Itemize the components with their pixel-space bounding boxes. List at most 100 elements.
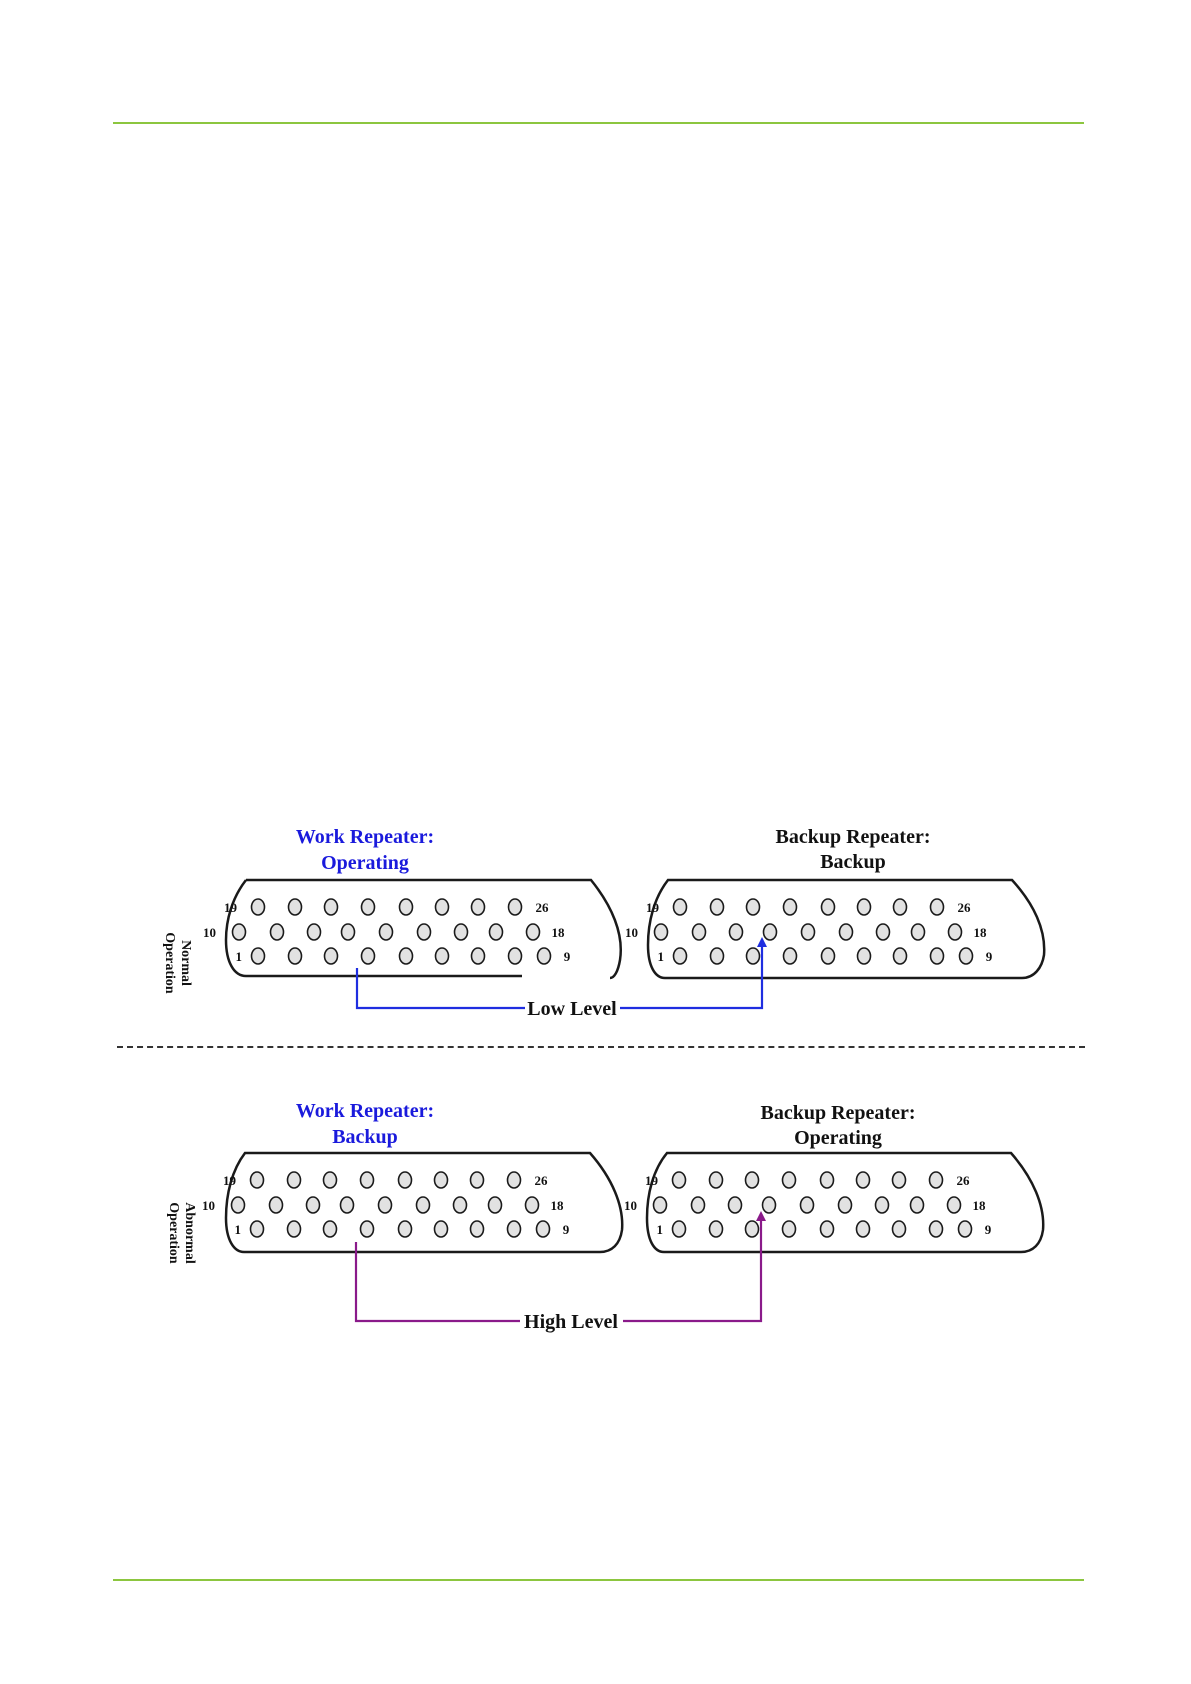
work-connector-pin-2-bot-9 — [537, 1221, 550, 1237]
work-connector-pin-2-top-6 — [435, 1172, 448, 1188]
backup-connector-pin-top-5 — [822, 899, 835, 915]
side-label-operation: Operation — [162, 932, 177, 994]
backup-connector-pin-2-mid-1 — [654, 1197, 667, 1213]
backup-connector-pin-bot-6 — [858, 948, 871, 964]
pin-number-label: 18 — [973, 1198, 987, 1213]
backup-connector-pin-2-mid-9 — [948, 1197, 961, 1213]
work-connector-pin-2-bot-1 — [251, 1221, 264, 1237]
backup-connector-pin-2-mid-5 — [801, 1197, 814, 1213]
panel-abnormal-operation: Abnormal Operation Work Repeater: Backup… — [166, 1100, 1043, 1333]
backup-connector-pin-2-mid-6 — [839, 1197, 852, 1213]
work-connector-pin-mid-3 — [308, 924, 321, 940]
pin-number-label: 26 — [957, 1173, 971, 1188]
work-connector-pin-2-mid-4 — [341, 1197, 354, 1213]
work-connector-pin-top-4 — [362, 899, 375, 915]
work-connector-pin-mid-9 — [527, 924, 540, 940]
backup-connector-pin-2-top-8 — [930, 1172, 943, 1188]
work-connector-pin-mid-4 — [342, 924, 355, 940]
backup-connector-pin-2-mid-3 — [729, 1197, 742, 1213]
work-connector-pin-2-top-4 — [361, 1172, 374, 1188]
pin-number-label: 19 — [223, 1173, 237, 1188]
high-level-wire — [356, 1218, 761, 1321]
backup-connector-pin-2-top-3 — [746, 1172, 759, 1188]
work-connector-pin-bot-6 — [436, 948, 449, 964]
work-connector-pin-2-bot-2 — [288, 1221, 301, 1237]
backup-repeater-title-2: Backup Repeater: — [761, 1102, 916, 1124]
work-connector-pin-mid-5 — [380, 924, 393, 940]
backup-connector-pin-bot-4 — [784, 948, 797, 964]
work-connector-pin-2-top-8 — [508, 1172, 521, 1188]
work-connector-pin-2-top-3 — [324, 1172, 337, 1188]
work-connector-pins-2: 1926101819 — [202, 1172, 570, 1237]
work-connector-pin-bot-8 — [509, 948, 522, 964]
side-label-normal: Normal — [178, 940, 193, 986]
backup-connector-pin-2-top-7 — [893, 1172, 906, 1188]
backup-connector-pin-2-mid-8 — [911, 1197, 924, 1213]
work-connector-pin-2-mid-8 — [489, 1197, 502, 1213]
low-level-label: Low Level — [527, 998, 617, 1020]
work-connector-pin-mid-7 — [455, 924, 468, 940]
pin-number-label: 10 — [624, 1198, 637, 1213]
pin-number-label: 9 — [563, 1222, 570, 1237]
work-repeater-title-2: Work Repeater: — [296, 1100, 434, 1122]
backup-connector-pin-2-bot-3 — [746, 1221, 759, 1237]
pin-number-label: 18 — [974, 925, 988, 940]
work-connector-pins: 1926101819 — [203, 899, 571, 964]
backup-connector-pin-top-3 — [747, 899, 760, 915]
pin-number-label: 26 — [536, 900, 550, 915]
backup-connector-pin-top-1 — [674, 899, 687, 915]
work-repeater-state-2: Backup — [332, 1126, 398, 1148]
pin-number-label: 10 — [203, 925, 216, 940]
work-connector-pin-2-top-2 — [288, 1172, 301, 1188]
backup-connector-pin-mid-4 — [764, 924, 777, 940]
pin-number-label: 10 — [625, 925, 638, 940]
backup-connector-pin-mid-3 — [730, 924, 743, 940]
backup-connector-pin-mid-8 — [912, 924, 925, 940]
work-connector-pin-mid-1 — [233, 924, 246, 940]
work-connector-pin-2-top-1 — [251, 1172, 264, 1188]
work-connector-pin-2-mid-3 — [307, 1197, 320, 1213]
backup-connector-pin-top-6 — [858, 899, 871, 915]
backup-connector-pin-2-mid-4 — [763, 1197, 776, 1213]
backup-connector-pin-bot-5 — [822, 948, 835, 964]
backup-connector-pin-2-top-1 — [673, 1172, 686, 1188]
work-connector-pin-top-8 — [509, 899, 522, 915]
backup-connector-pin-mid-7 — [877, 924, 890, 940]
work-connector-pin-bot-7 — [472, 948, 485, 964]
work-connector-pin-2-bot-4 — [361, 1221, 374, 1237]
backup-connector-pin-2-top-2 — [710, 1172, 723, 1188]
backup-connector-pin-2-bot-7 — [893, 1221, 906, 1237]
work-connector-pin-top-6 — [436, 899, 449, 915]
backup-connector-pin-mid-6 — [840, 924, 853, 940]
backup-connector-pin-bot-1 — [674, 948, 687, 964]
side-label-abnormal: Abnormal — [182, 1202, 197, 1264]
work-connector-pin-top-2 — [289, 899, 302, 915]
work-connector-pin-2-mid-5 — [379, 1197, 392, 1213]
work-connector-pin-2-mid-2 — [270, 1197, 283, 1213]
work-connector-pin-2-mid-9 — [526, 1197, 539, 1213]
pin-number-label: 19 — [646, 900, 660, 915]
work-repeater-state: Operating — [321, 852, 409, 874]
pin-number-label: 9 — [985, 1222, 992, 1237]
backup-connector-pin-2-top-5 — [821, 1172, 834, 1188]
pin-number-label: 1 — [235, 1222, 242, 1237]
backup-connector-pin-2-bot-2 — [710, 1221, 723, 1237]
work-connector-pin-bot-9 — [538, 948, 551, 964]
backup-connector-pin-mid-5 — [802, 924, 815, 940]
work-connector-pin-bot-2 — [289, 948, 302, 964]
panel-normal-operation: Normal Operation Work Repeater: Operatin… — [162, 826, 1044, 1020]
pin-number-label: 1 — [236, 949, 243, 964]
side-label-operation-2: Operation — [166, 1202, 181, 1264]
backup-repeater-title: Backup Repeater: — [776, 826, 931, 848]
work-connector-pin-2-mid-6 — [417, 1197, 430, 1213]
work-repeater-title: Work Repeater: — [296, 826, 434, 848]
pin-number-label: 10 — [202, 1198, 215, 1213]
work-connector-pin-bot-4 — [362, 948, 375, 964]
backup-connector-pin-mid-2 — [693, 924, 706, 940]
backup-connector-pin-2-mid-7 — [876, 1197, 889, 1213]
backup-connector-pin-top-7 — [894, 899, 907, 915]
backup-connector-pin-2-bot-4 — [783, 1221, 796, 1237]
backup-connector-pin-2-bot-8 — [930, 1221, 943, 1237]
backup-connector-pin-2-bot-5 — [821, 1221, 834, 1237]
